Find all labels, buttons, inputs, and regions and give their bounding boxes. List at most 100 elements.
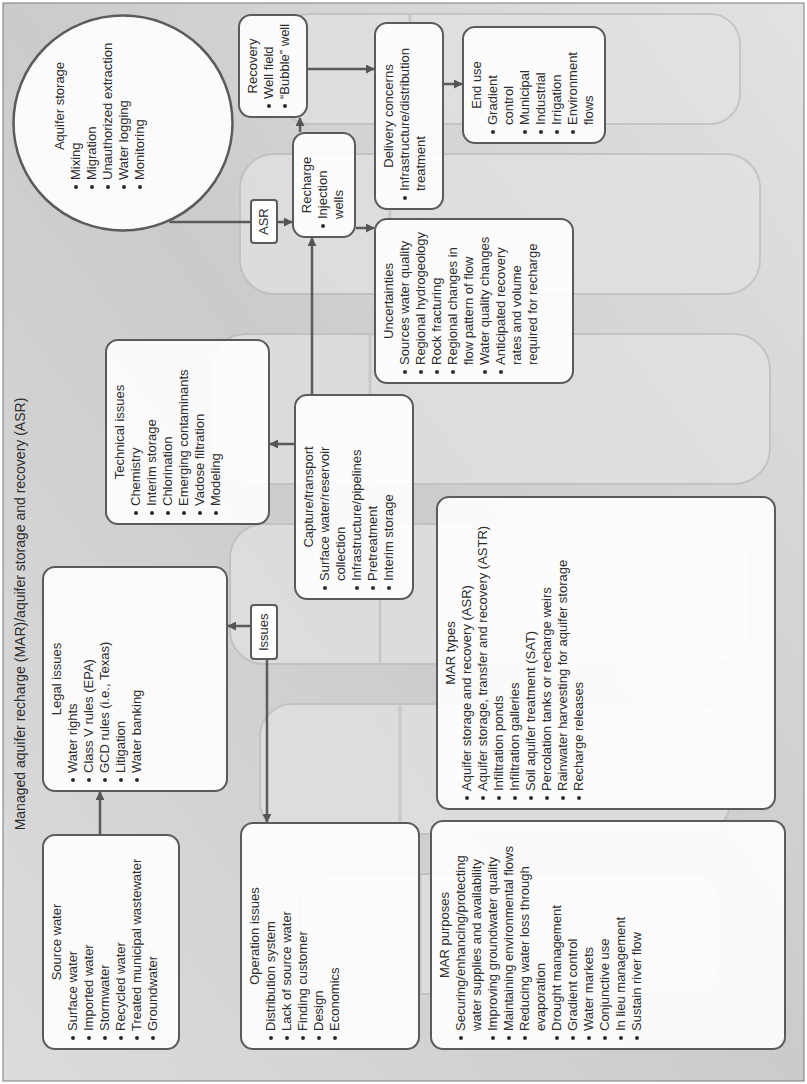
process-box: MAR typesAquifer storage and recovery (A…: [436, 496, 776, 810]
process-box: RechargeInjection wells: [292, 132, 356, 238]
bullet-item: Lack of source water: [279, 831, 295, 1041]
bullet-item: Chemistry: [128, 348, 144, 516]
bullet-item: Surface water/reservoir collection: [317, 403, 349, 591]
bullet-item: “Bubble” well: [277, 23, 293, 109]
item-text: Reducing water loss through evaporation: [517, 829, 549, 1031]
bullet-item: Water quality changes: [477, 227, 493, 375]
connector-arrow: [169, 221, 250, 224]
bullet-item: Gradient control: [485, 35, 517, 135]
bullet-dot: [555, 1036, 559, 1040]
item-text: Water logging: [116, 22, 132, 180]
bullet-item: Gradient control: [565, 829, 581, 1041]
bullet-dot: [355, 586, 359, 590]
bullet-item: Sustain river flow: [629, 829, 645, 1041]
bullet-item: Surface water: [65, 843, 81, 1041]
bullet-item: Recharge releases: [571, 505, 587, 801]
bullet-item: Groundwater: [145, 843, 161, 1041]
item-text: Litigation: [113, 575, 129, 773]
bullet-item: Migration: [84, 22, 100, 190]
bullet-dot: [90, 185, 94, 189]
bullet-item: Rainwater harvesting for aquifer storage: [555, 505, 571, 801]
item-text: Environment flows: [565, 35, 597, 125]
connector-arrow: [299, 118, 302, 132]
bullet-dot: [387, 586, 391, 590]
bullet-item: Water logging: [116, 22, 132, 190]
item-text: Stormwater: [97, 843, 113, 1031]
bullet-dot: [513, 796, 517, 800]
bullet-dot: [134, 511, 138, 515]
box-heading: Operation issues: [247, 831, 263, 1041]
connector-arrow: [99, 792, 102, 834]
item-text: Industrial: [533, 35, 549, 125]
box-heading: Source water: [49, 843, 65, 1041]
box-heading: End use: [469, 35, 485, 135]
bullet-dot: [301, 1036, 305, 1040]
process-box: Technical issuesChemistryInterim storage…: [105, 339, 270, 525]
bullet-dot: [561, 796, 565, 800]
process-box: MAR purposesSecuring/enhancing/protectin…: [430, 820, 786, 1050]
tag-label: Issues: [256, 613, 272, 651]
bullet-dot: [459, 1036, 463, 1040]
bullet-dot: [138, 185, 142, 189]
bullet-item: Treated municipal wastewater: [129, 843, 145, 1041]
item-text: Infiltration ponds: [491, 505, 507, 791]
item-text: Class V rules (EPA): [81, 575, 97, 773]
bullet-dot: [523, 130, 527, 134]
process-box: UncertaintiesSources water qualityRegion…: [374, 218, 574, 384]
item-text: GCD rules (i.e., Texas): [97, 575, 113, 773]
connector-arrow: [266, 660, 269, 822]
bullet-dot: [419, 370, 423, 374]
bullet-dot: [166, 511, 170, 515]
item-text: Lack of source water: [279, 831, 295, 1031]
bullet-dot: [135, 1036, 139, 1040]
bullet-item: Class V rules (EPA): [81, 575, 97, 783]
bullet-dot: [603, 1036, 607, 1040]
bullet-dot: [119, 778, 123, 782]
bullet-item: In lieu management: [613, 829, 629, 1041]
photo-ground: [3, 3, 804, 1081]
process-box: Capture/transportSurface water/reservoir…: [294, 394, 414, 600]
item-text: In lieu management: [613, 829, 629, 1031]
item-text: Chemistry: [128, 348, 144, 506]
bullet-dot: [491, 1036, 495, 1040]
bullet-dot: [333, 1036, 337, 1040]
bullet-item: Interim storage: [381, 403, 397, 591]
bullet-dot: [182, 511, 186, 515]
item-text: Municipal: [517, 35, 533, 125]
bullet-item: Chlorination: [160, 348, 176, 516]
item-text: Improving groundwater quality: [485, 829, 501, 1031]
process-box: Operation issuesDistribution systemLack …: [240, 822, 420, 1050]
bullet-item: Anticipated recovery rates and volume re…: [493, 227, 541, 375]
bullet-dot: [497, 796, 501, 800]
process-box: RecoveryWell field“Bubble” well: [238, 14, 308, 118]
connector-arrow: [311, 238, 314, 394]
box-heading: Technical issues: [112, 348, 128, 516]
bullet-item: Infiltration galleries: [507, 505, 523, 801]
bullet-dot: [587, 1036, 591, 1040]
bullet-item: Distribution system: [263, 831, 279, 1041]
bullet-dot: [269, 1036, 273, 1040]
bullet-item: Litigation: [113, 575, 129, 783]
process-box: Source waterSurface waterImported waterS…: [42, 834, 180, 1050]
item-text: Gradient control: [565, 829, 581, 1031]
item-text: Vadose filtration: [192, 348, 208, 506]
bullet-item: Injection wells: [315, 141, 347, 229]
bullet-item: Maintaining environmental flows: [501, 829, 517, 1041]
tag-box: Issues: [250, 604, 278, 660]
box-heading: Recharge: [299, 141, 315, 229]
bullet-dot: [483, 370, 487, 374]
bullet-item: GCD rules (i.e., Texas): [97, 575, 113, 783]
connector-arrow: [228, 625, 250, 628]
item-text: Recharge releases: [571, 505, 587, 791]
bullet-item: Mixing: [68, 22, 84, 190]
bullet-item: Monitoring: [132, 22, 148, 190]
bullet-dot: [71, 1036, 75, 1040]
bullet-item: Rock fracturing: [429, 227, 445, 375]
bullet-item: Percolation tanks or recharge weirs: [539, 505, 555, 801]
bullet-item: Vadose filtration: [192, 348, 208, 516]
circle-shape: [14, 16, 233, 231]
bullet-dot: [465, 796, 469, 800]
bullet-item: Infiltration ponds: [491, 505, 507, 801]
box-heading: Aquifer storage: [52, 22, 68, 190]
bullet-item: Water markets: [581, 829, 597, 1041]
